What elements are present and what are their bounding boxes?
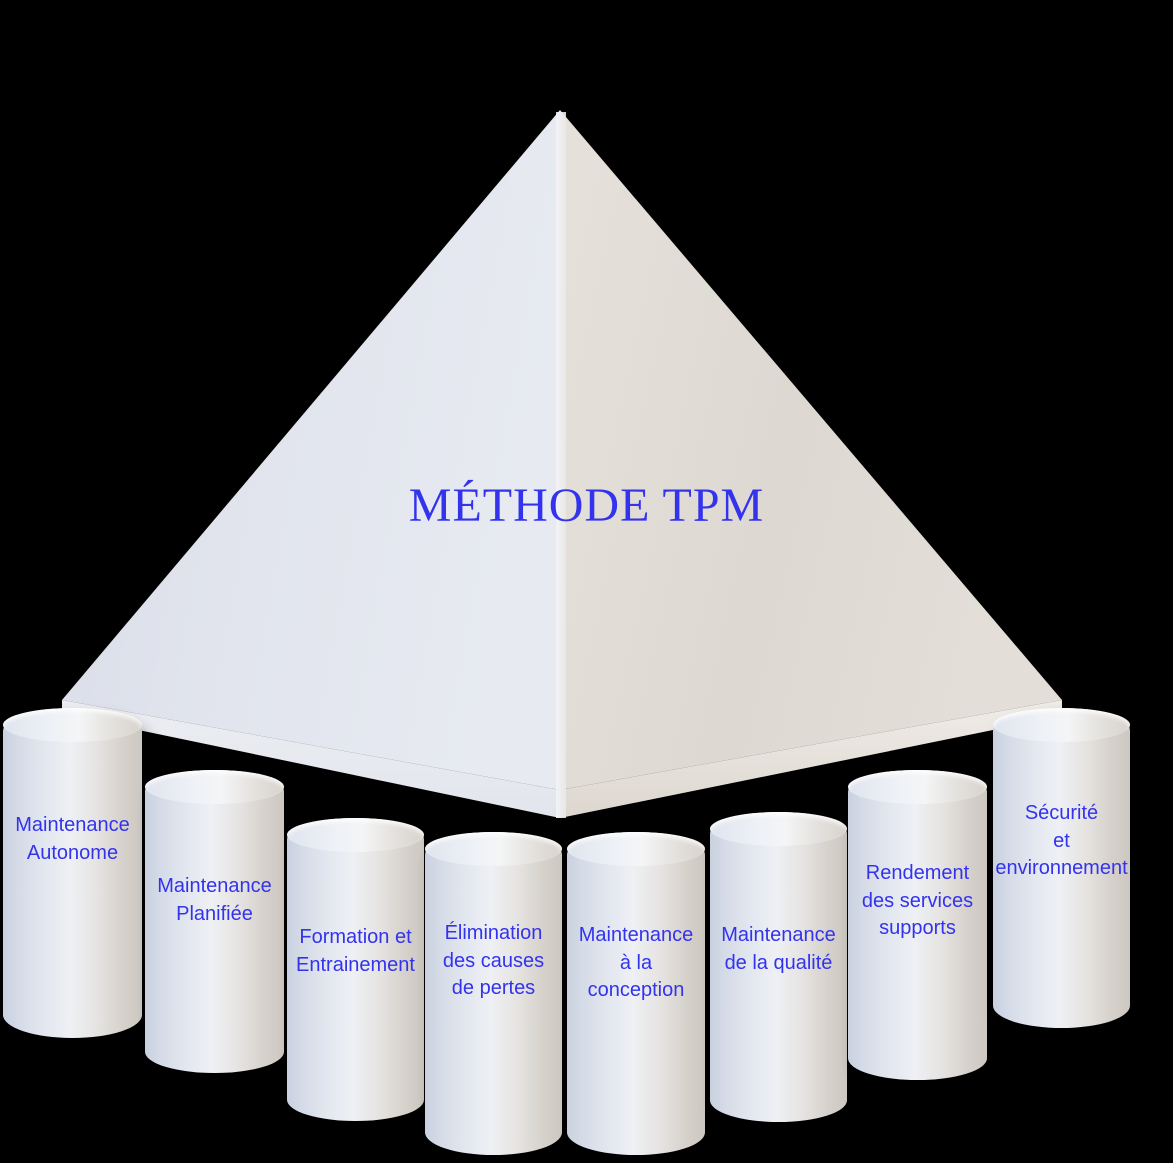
page-title: MÉTHODE TPM bbox=[408, 479, 765, 532]
pillar-top-cap bbox=[145, 770, 284, 804]
pillar-label: Formation et Entrainement bbox=[296, 926, 415, 976]
pillar-elimination-causes-pertes[interactable]: Élimination des causes de pertes bbox=[425, 832, 562, 1155]
pillar-label: Rendement des services supports bbox=[861, 862, 974, 940]
pillar-rendement-services-supports[interactable]: Rendement des services supports bbox=[848, 770, 987, 1080]
pillar-label: Maintenance à la conception bbox=[578, 924, 694, 1002]
pillar-label: Maintenance Planifiée bbox=[157, 875, 272, 925]
pillar-top-cap bbox=[567, 832, 705, 866]
pillar-label: Sécurité et environnement bbox=[995, 802, 1128, 880]
pillar-securite-environnement[interactable]: Sécurité et environnement bbox=[993, 708, 1130, 1028]
pillar-top-cap bbox=[993, 708, 1130, 742]
pillar-top-cap bbox=[287, 818, 424, 852]
pillar-top-cap bbox=[3, 708, 142, 742]
pillar-formation-entrainement[interactable]: Formation et Entrainement bbox=[287, 818, 424, 1121]
pillar-label: Maintenance Autonome bbox=[15, 814, 130, 864]
pillar-maintenance-qualite[interactable]: Maintenance de la qualité bbox=[710, 812, 847, 1122]
pillar-maintenance-conception[interactable]: Maintenance à la conception bbox=[567, 832, 705, 1155]
pillar-top-cap bbox=[848, 770, 987, 804]
pillar-label: Maintenance de la qualité bbox=[721, 924, 836, 974]
pillar-top-cap bbox=[710, 812, 847, 846]
pyramid-left-face bbox=[62, 110, 560, 790]
pillar-maintenance-planifiee[interactable]: Maintenance Planifiée bbox=[145, 770, 284, 1073]
pillar-label: Élimination des causes de pertes bbox=[442, 922, 545, 1000]
pillar-top-cap bbox=[425, 832, 562, 866]
pillar-maintenance-autonome[interactable]: Maintenance Autonome bbox=[3, 708, 142, 1038]
pyramid-center-edge bbox=[556, 112, 566, 818]
pyramid-right-face bbox=[560, 110, 1062, 790]
